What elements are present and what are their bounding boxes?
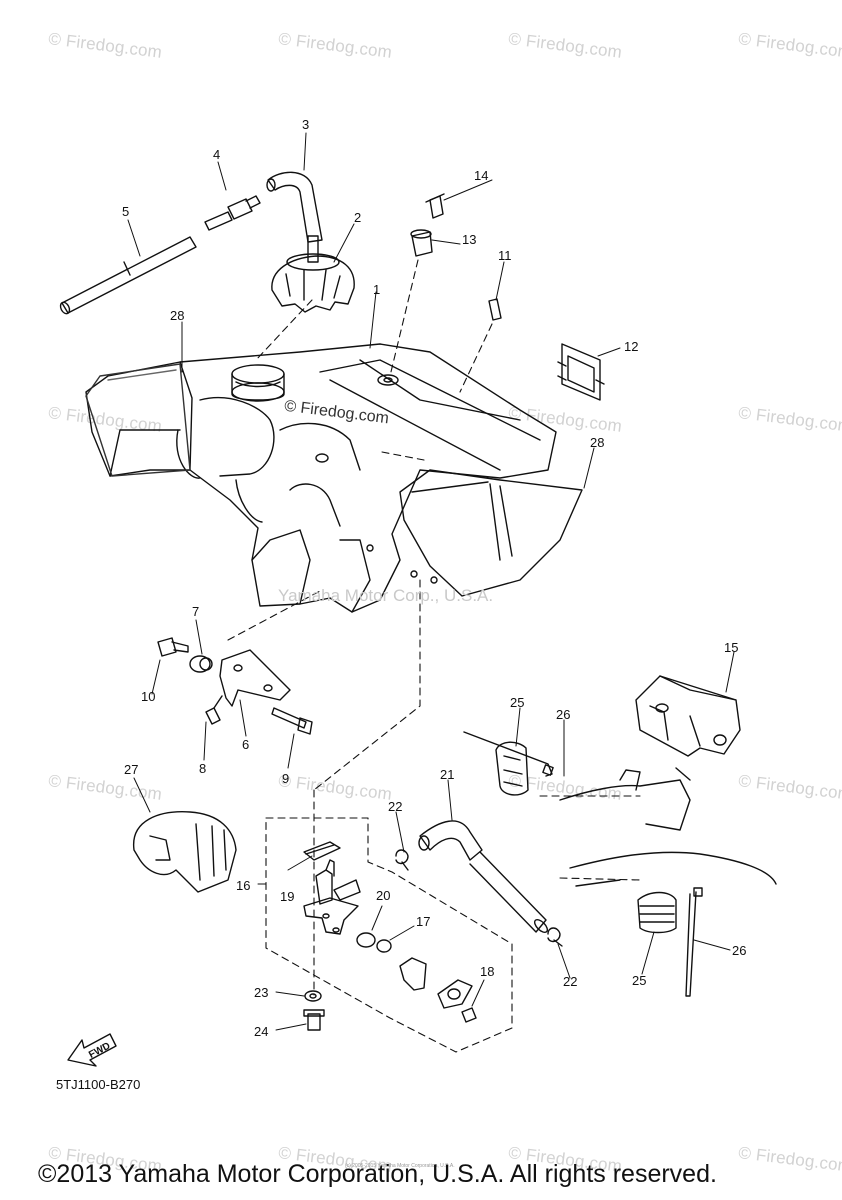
tie-26-bottom: [685, 887, 703, 997]
band-25-top: [495, 741, 529, 796]
band-25-bottom: [637, 891, 677, 934]
callout-7: 7: [192, 604, 200, 619]
callout-13: 13: [462, 232, 477, 247]
tank-graphic-right: [399, 469, 583, 597]
watermark-yamaha: Yamaha Motor Corp., U.S.A.: [278, 586, 494, 605]
callout-2: 2: [354, 210, 362, 225]
bent-breather-hose: [266, 171, 323, 243]
small-copyright: (c) 2005-2015 Yamaha Motor Corporation, …: [345, 1163, 455, 1169]
bracket-6: [219, 649, 291, 707]
cover-27: [133, 811, 237, 893]
callout-25-top: 25: [510, 695, 525, 710]
bolt-24: [303, 1009, 325, 1031]
callout-5: 5: [122, 204, 130, 219]
callout-27: 27: [124, 762, 139, 777]
plate-18: [437, 979, 473, 1009]
callout-11: 11: [498, 248, 512, 263]
bracket-15: [635, 675, 741, 757]
fwd-arrow-icon: FWD: [67, 1033, 117, 1067]
hose-joint: [204, 195, 261, 231]
fuel-tank: [85, 343, 557, 613]
clip-12: [557, 343, 605, 401]
callout-18: 18: [480, 964, 495, 979]
diagram-part-code: 5TJ1100-B270: [56, 1077, 141, 1092]
fuel-hose-21: [418, 820, 549, 934]
damper-7: [189, 655, 213, 673]
callout-23: 23: [254, 985, 269, 1000]
callout-28-left: 28: [170, 308, 185, 323]
callout-4: 4: [213, 147, 221, 162]
callout-20: 20: [376, 888, 391, 903]
callout-15: 15: [724, 640, 739, 655]
fuel-cock: [303, 859, 361, 935]
callout-14: 14: [474, 168, 489, 183]
callout-22-top: 22: [388, 799, 403, 814]
fuel-cock-group-box: [265, 817, 513, 1053]
fuel-cap: [271, 235, 355, 313]
leader-lines: [227, 259, 641, 996]
callout-3: 3: [302, 117, 310, 132]
callout-17: 17: [416, 914, 431, 929]
callout-22-bottom: 22: [563, 974, 578, 989]
callout-24: 24: [254, 1024, 269, 1039]
callout-8: 8: [199, 761, 207, 776]
bolt-8: [205, 695, 223, 725]
callout-12: 12: [624, 339, 639, 354]
callout-leaders: [127, 132, 735, 1031]
tank-graphic-left: [85, 363, 191, 477]
collar-13: [410, 229, 433, 257]
o-ring-17: [376, 939, 392, 953]
o-ring-20: [356, 932, 376, 948]
frame-tube: [559, 767, 777, 887]
washer-23: [304, 990, 322, 1002]
copyright-footer: ©2013 Yamaha Motor Corporation, U.S.A. A…: [38, 1160, 717, 1188]
screw-18: [461, 1007, 477, 1023]
bolt-9: [271, 707, 313, 735]
callout-21: 21: [440, 767, 455, 782]
callout-16: 16: [236, 878, 251, 893]
callout-26-top: 26: [556, 707, 571, 722]
breather-hose: [59, 236, 197, 315]
callout-26-bottom: 26: [732, 943, 747, 958]
callout-9: 9: [282, 771, 290, 786]
callout-25-bottom: 25: [632, 973, 647, 988]
screw-11: [488, 298, 502, 321]
callout-1: 1: [373, 282, 381, 297]
bolt-10: [157, 637, 189, 657]
tie-26-top: [463, 731, 554, 777]
bolt-14: [425, 193, 445, 219]
callout-19: 19: [280, 889, 295, 904]
callout-6: 6: [242, 737, 250, 752]
callout-10: 10: [141, 689, 156, 704]
fuel-cock-lever: [399, 957, 427, 991]
clamp-22-top: [395, 849, 409, 871]
clamp-22-bottom: [547, 927, 563, 947]
callout-28-right: 28: [590, 435, 605, 450]
